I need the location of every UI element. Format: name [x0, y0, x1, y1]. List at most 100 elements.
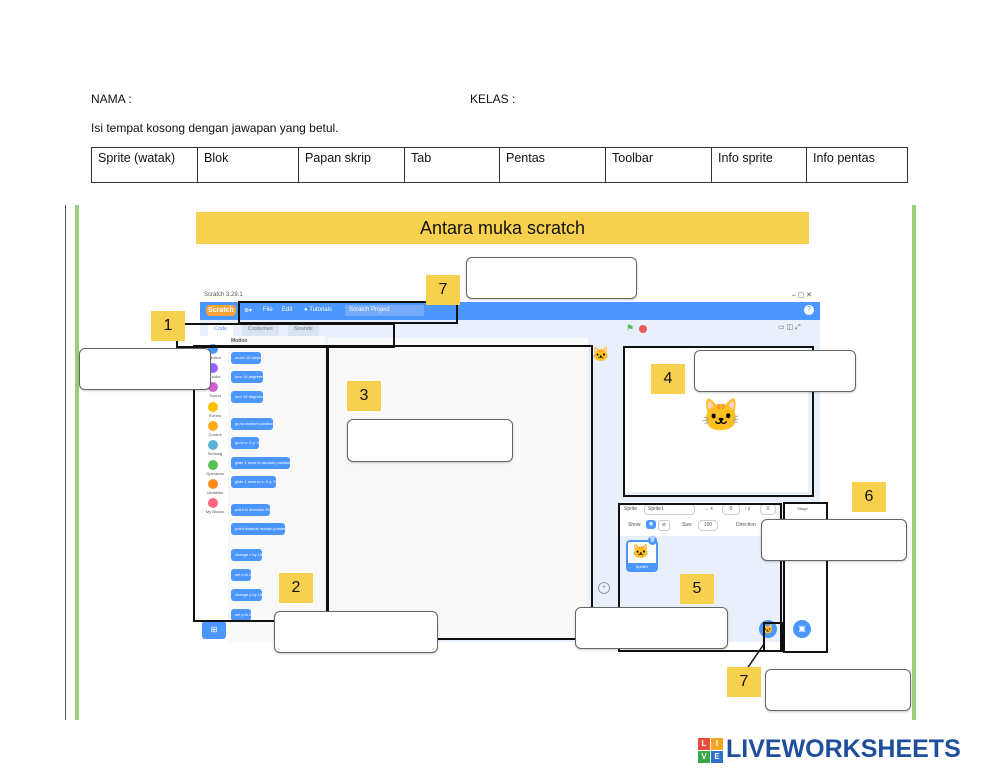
word-bank-cell: Info pentas [806, 147, 908, 183]
highlight-stage-info [783, 502, 828, 653]
show-visible-icon[interactable]: ◉ [646, 520, 656, 529]
answer-box-4[interactable] [694, 350, 856, 392]
delete-sprite-icon[interactable]: 🗑 [648, 536, 657, 545]
sprite-thumbnail[interactable]: 🐱 Sprite1 [626, 540, 658, 572]
word-bank-cell: Pentas [499, 147, 606, 183]
number-tag-7-bottom: 7 [727, 667, 761, 697]
logo-letter: I [711, 738, 723, 750]
category-label: Variables [206, 490, 224, 495]
category-label: Looks [209, 374, 221, 379]
word-bank-cell: Sprite (watak) [91, 147, 198, 183]
scratch-logo: Scratch [206, 305, 236, 316]
highlight-add-sprite [763, 622, 783, 652]
category-label: Sensing [207, 451, 223, 456]
tab-costumes[interactable]: Costumes [242, 323, 279, 336]
menu-bar: Scratch ⊕▾ File Edit ● Tutorials Scratch… [200, 302, 820, 320]
size-field[interactable]: 100 [698, 520, 718, 531]
category-label: Operators [206, 471, 224, 476]
answer-box-2[interactable] [274, 611, 438, 653]
code-block[interactable]: glide 1 secs to random position [231, 457, 291, 469]
category-dot[interactable] [208, 363, 218, 373]
logo-letter: V [698, 751, 710, 763]
liveworksheets-logo-icon: L I V E [698, 738, 723, 763]
project-name-field[interactable]: Scratch Project [345, 305, 424, 316]
zoom-in-icon[interactable]: + [598, 582, 610, 594]
logo-letter: L [698, 738, 710, 750]
stage-label: Stage [797, 506, 808, 511]
category-dot[interactable] [208, 498, 218, 508]
show-label: Show [628, 522, 641, 528]
word-bank-cell: Blok [197, 147, 299, 183]
tab-code[interactable]: Code [208, 323, 234, 336]
file-menu[interactable]: File [263, 307, 273, 313]
code-block[interactable]: change x by 10 [231, 549, 263, 561]
word-bank-cell: Toolbar [605, 147, 712, 183]
word-bank-table: Sprite (watak) Blok Papan skrip Tab Pent… [91, 147, 908, 183]
highlight-stage [623, 346, 814, 497]
answer-box-1[interactable] [79, 348, 211, 390]
code-block[interactable]: move 10 steps [231, 352, 262, 364]
window-controls: – ▢ ✕ [791, 292, 812, 299]
stop-icon[interactable] [639, 325, 647, 333]
nama-label: NAMA : [91, 92, 132, 106]
code-block[interactable]: point in direction 90 [231, 504, 270, 516]
code-block[interactable]: go to x: 0 y: 0 [231, 437, 260, 449]
number-tag-3: 3 [347, 381, 381, 411]
category-label: Motion [208, 355, 221, 360]
number-tag-1: 1 [151, 311, 185, 341]
category-dot[interactable] [208, 440, 218, 450]
answer-box-7-bottom[interactable] [765, 669, 911, 711]
add-backdrop-button[interactable]: ▣ [793, 620, 811, 638]
green-flag-icon[interactable]: ⚑ [626, 323, 635, 333]
y-arrows-icon: ↕ y [744, 506, 751, 512]
help-icon[interactable]: ? [804, 305, 814, 315]
highlight-toolbar [238, 301, 458, 324]
bulb-icon: ● [304, 307, 310, 313]
number-tag-2: 2 [279, 573, 313, 603]
cat-thumb-icon: 🐱 [632, 543, 650, 559]
answer-box-5[interactable] [575, 607, 728, 649]
code-block[interactable]: turn 15 degrees [231, 391, 264, 403]
category-dot[interactable] [208, 382, 218, 392]
category-dot[interactable] [208, 402, 218, 412]
direction-label: Direction [736, 522, 756, 528]
answer-box-7-top[interactable] [466, 257, 637, 299]
show-hidden-icon[interactable]: ⊘ [658, 520, 670, 531]
category-dot[interactable] [208, 421, 218, 431]
stage-size-icons[interactable]: ▭ ◫ ⤢ [778, 324, 801, 331]
category-label: Sound [209, 393, 221, 398]
edit-menu[interactable]: Edit [282, 307, 293, 313]
highlight-script-area [327, 345, 593, 640]
category-dot[interactable] [208, 460, 218, 470]
tutorials-menu[interactable]: ● Tutorials [304, 307, 332, 313]
code-block[interactable]: set y to 0 [231, 609, 252, 621]
liveworksheets-brand: LIVEWORKSHEETS [726, 735, 961, 763]
code-block[interactable]: turn 15 degrees [231, 371, 264, 383]
size-label: Size [682, 522, 692, 528]
window-title: Scratch 3.29.1 [204, 292, 243, 298]
category-label: My Blocks [205, 509, 225, 514]
sprite-info-panel: Sprite Sprite1 ↔ x 0 ↕ y 0 Show ◉ ⊘ Size… [620, 502, 778, 536]
number-tag-6: 6 [852, 482, 886, 512]
cat-sprite-icon[interactable]: 🐱 [701, 397, 741, 433]
answer-box-3[interactable] [347, 419, 513, 462]
category-dot[interactable] [208, 344, 218, 354]
extension-icon[interactable]: ⊞ [202, 621, 226, 639]
globe-icon[interactable]: ⊕▾ [244, 308, 253, 314]
category-label: Control [208, 432, 222, 437]
instruction-text: Isi tempat kosong dengan jawapan yang be… [91, 121, 339, 135]
word-bank-cell: Tab [404, 147, 500, 183]
number-tag-5: 5 [680, 574, 714, 604]
x-arrows-icon: ↔ x [704, 506, 713, 512]
code-block[interactable]: change y by 10 [231, 589, 263, 601]
palette-title: Motion [231, 338, 248, 344]
category-dot[interactable] [208, 479, 218, 489]
word-bank-cell: Info sprite [711, 147, 807, 183]
left-green-line [75, 205, 79, 720]
code-block[interactable]: go to random position [231, 418, 274, 430]
answer-box-6[interactable] [761, 519, 907, 561]
code-block[interactable]: point towards mouse-pointer [231, 523, 286, 535]
code-block[interactable]: set x to 0 [231, 569, 252, 581]
code-block[interactable]: glide 1 secs to x: 0 y: 0 [231, 476, 276, 488]
tab-sounds[interactable]: Sounds [288, 323, 319, 336]
